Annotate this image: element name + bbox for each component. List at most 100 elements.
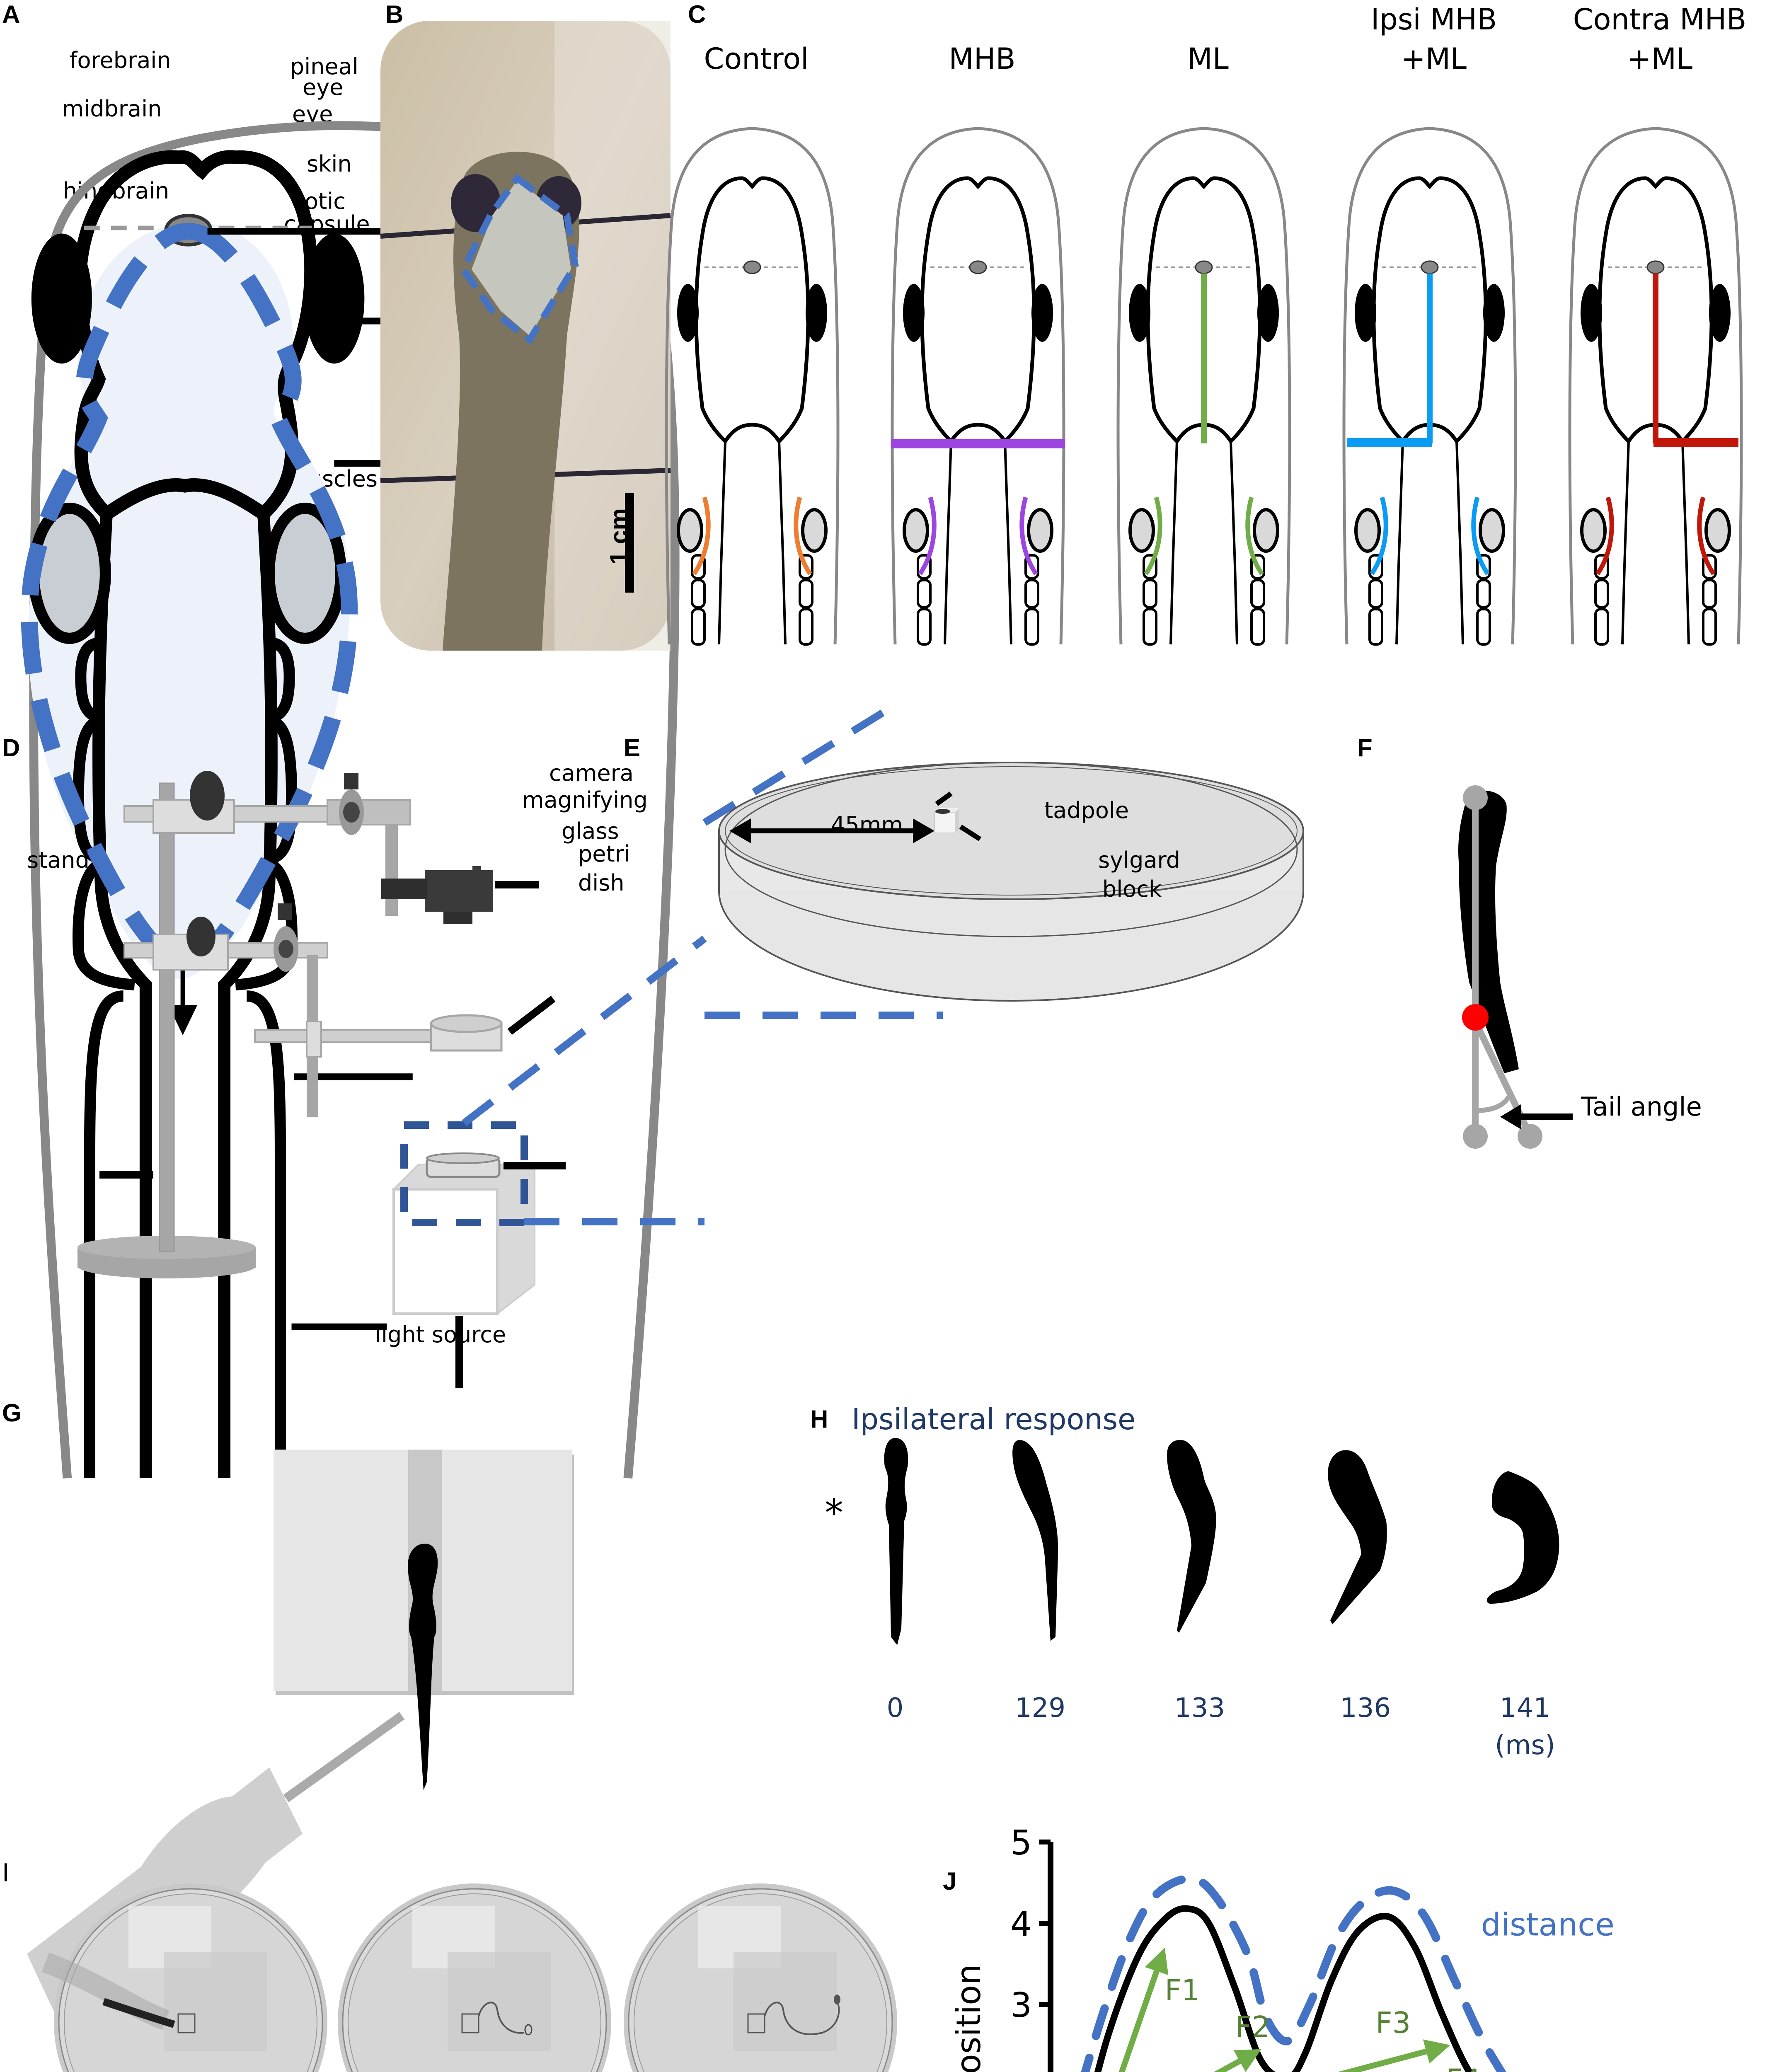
vestibular-nerve-right xyxy=(1245,496,1264,576)
condition-title-line: ML xyxy=(1187,42,1229,76)
petri-dish-icon xyxy=(426,1152,501,1178)
otic-capsule-icon xyxy=(903,508,929,553)
otic-capsule-icon xyxy=(801,508,828,553)
lesion-midline xyxy=(1653,274,1658,443)
series-path-taken xyxy=(1094,1905,1474,2072)
pineal-eye-icon xyxy=(1421,260,1439,274)
vestibular-nerve-left xyxy=(1595,496,1614,576)
eye-icon xyxy=(1709,284,1731,342)
label-stand: stand xyxy=(27,847,90,873)
label-dish: dish xyxy=(578,870,625,896)
tadpole-sequence xyxy=(884,1438,1559,1645)
label-glass: glass xyxy=(562,818,619,844)
label-sylgard: sylgard xyxy=(1098,847,1180,873)
panel-label-e: E xyxy=(624,734,641,762)
label-camera: camera xyxy=(549,760,634,786)
sylgard-block-icon xyxy=(934,808,959,833)
arrow-left-icon xyxy=(729,818,751,843)
panel-label-h: H xyxy=(810,1405,828,1433)
y-tick-label: 3 xyxy=(1010,1986,1032,2025)
eye-icon xyxy=(31,233,92,364)
eye-icon xyxy=(1257,284,1279,342)
y-tick-label: 5 xyxy=(1010,1823,1032,1863)
tadpole-photo xyxy=(380,21,671,651)
knob-icon xyxy=(190,771,225,821)
spinal-cord-arrow-icon xyxy=(168,1005,198,1036)
recording-setup-illustration xyxy=(77,771,707,1388)
arrowhead-icon xyxy=(1423,2039,1450,2064)
camera-icon xyxy=(381,866,493,924)
pineal-eye-icon xyxy=(1195,260,1213,274)
tadpole-silhouette xyxy=(1458,790,1519,1073)
condition-title: Contra MHB +ML xyxy=(1560,0,1759,78)
panel-a-illustration xyxy=(21,121,680,1479)
time-label: 0 xyxy=(886,1693,904,1723)
arrow-left-icon xyxy=(1500,1104,1521,1129)
otic-capsule-icon xyxy=(677,508,703,553)
vestibular-nerve-right xyxy=(1471,496,1490,576)
condition-diagram-none xyxy=(665,127,840,646)
ipsilateral-response-title: Ipsilateral response xyxy=(852,1402,1136,1436)
eye-icon xyxy=(806,284,827,342)
lesion-area xyxy=(472,180,571,336)
pineal-eye-icon xyxy=(969,260,987,274)
label-45mm: 45mm xyxy=(831,812,903,838)
eye-icon xyxy=(1031,284,1053,342)
eye-icon xyxy=(304,233,365,364)
y-axis-label: y-position xyxy=(949,1964,988,2072)
lesion-mhb-contra xyxy=(1653,438,1738,447)
sylgard-block xyxy=(177,2013,196,2033)
arrow-right-icon xyxy=(913,818,934,843)
panel-label-g: G xyxy=(2,1399,22,1427)
vestibular-nerve-left xyxy=(918,496,937,576)
label-block: block xyxy=(1102,876,1162,902)
condition-title-line: +ML xyxy=(1627,41,1693,76)
otic-capsule-icon xyxy=(1580,508,1607,553)
label-petri: petri xyxy=(578,841,630,867)
vestibular-nerve-right xyxy=(1697,496,1716,576)
series-distance xyxy=(1081,1874,1506,2072)
condition-diagram-contra xyxy=(1568,127,1743,646)
panel-label-i: I xyxy=(2,1859,10,1888)
panel-label-d: D xyxy=(2,734,20,762)
dish-photo-frame xyxy=(42,1883,327,2072)
vector-label: F3 xyxy=(1375,2006,1411,2040)
otic-capsule-icon xyxy=(1027,508,1053,553)
label-forebrain: forebrain xyxy=(69,47,171,73)
time-label: 129 xyxy=(1014,1693,1066,1723)
zoom-region-dashed xyxy=(400,1121,528,1226)
condition-title-line: Control xyxy=(704,42,809,76)
condition-title-line: Contra MHB xyxy=(1573,2,1747,36)
lesion-mhb-ipsi xyxy=(1347,438,1432,447)
vestibular-nerve-left xyxy=(1370,496,1388,576)
light-source-box xyxy=(392,1164,535,1316)
sylgard-block xyxy=(747,2013,765,2033)
tadpole-frame-0 xyxy=(884,1438,908,1645)
condition-diagram-ipsi xyxy=(1342,127,1517,646)
vestibular-nerve-right xyxy=(794,496,812,576)
head-point-icon xyxy=(1463,785,1488,810)
vector-label: F1 xyxy=(1165,1973,1200,2007)
swim-path xyxy=(478,2002,525,2034)
tadpole xyxy=(102,1998,175,2028)
tail-ref-point-icon xyxy=(1463,1124,1488,1149)
otic-capsule-icon xyxy=(1354,508,1381,553)
vestibular-nerve-left xyxy=(692,496,711,576)
otic-capsule-icon xyxy=(28,502,111,644)
label-tail-angle: Tail angle xyxy=(1581,1092,1702,1122)
tail-tip-point-icon xyxy=(1518,1124,1542,1149)
lesion-midline xyxy=(1201,274,1207,443)
condition-title-line: Ipsi MHB xyxy=(1370,2,1497,36)
otic-capsule-icon xyxy=(1704,508,1731,553)
label-pineal-eye: eye xyxy=(303,74,344,100)
displacement-vector-F2 xyxy=(1213,2058,1241,2072)
condition-title-line: +ML xyxy=(1401,41,1467,76)
condition-title: Control xyxy=(657,39,856,79)
eye-icon xyxy=(677,284,699,342)
pineal-eye-icon xyxy=(1646,260,1665,274)
condition-diagram-midline xyxy=(1116,127,1291,646)
time-label: 141 xyxy=(1499,1693,1551,1723)
vestibular-nerve-left xyxy=(1144,496,1162,576)
tadpole-frame-1 xyxy=(1012,1440,1058,1641)
tadpole-frame-4 xyxy=(1486,1471,1559,1604)
